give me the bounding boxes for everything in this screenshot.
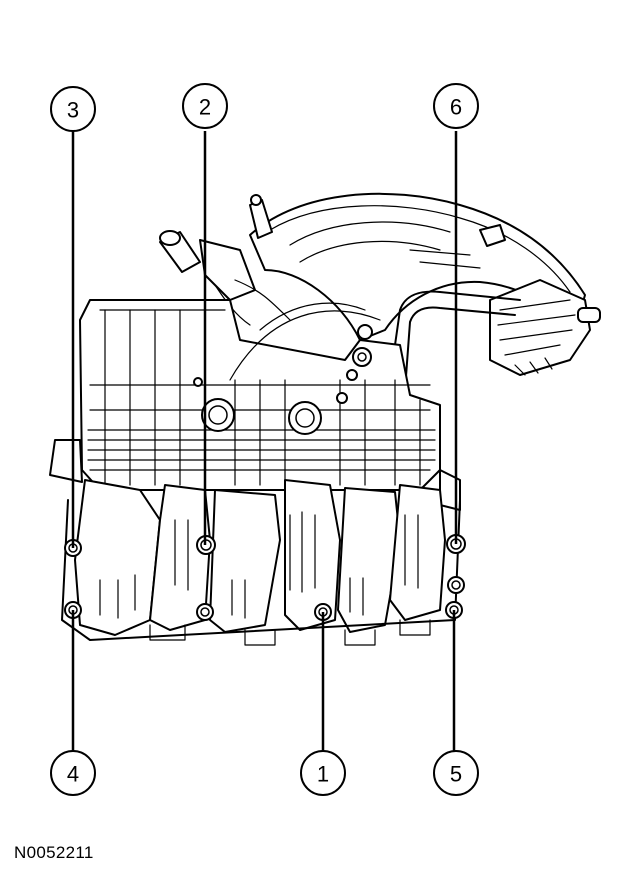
- sensor-fitting: [159, 194, 291, 326]
- callout-1-label: 1: [317, 762, 329, 787]
- callout-4-label: 4: [67, 762, 79, 787]
- callout-3-label: 3: [67, 98, 79, 123]
- callout-4: 4: [50, 750, 96, 796]
- leader-lines: [71, 131, 458, 751]
- intake-manifold-illustration: [49, 192, 601, 646]
- callout-2-label: 2: [199, 95, 211, 120]
- intake-runners: [61, 479, 461, 646]
- callout-5: 5: [433, 750, 479, 796]
- figure-id: N0052211: [14, 843, 94, 862]
- callout-6: 6: [433, 83, 479, 129]
- plenum-body: [49, 299, 461, 511]
- callout-2: 2: [182, 83, 228, 129]
- callout-6-label: 6: [450, 95, 462, 120]
- callout-1: 1: [300, 750, 346, 796]
- callout-5-label: 5: [450, 762, 462, 787]
- callout-3: 3: [50, 86, 96, 132]
